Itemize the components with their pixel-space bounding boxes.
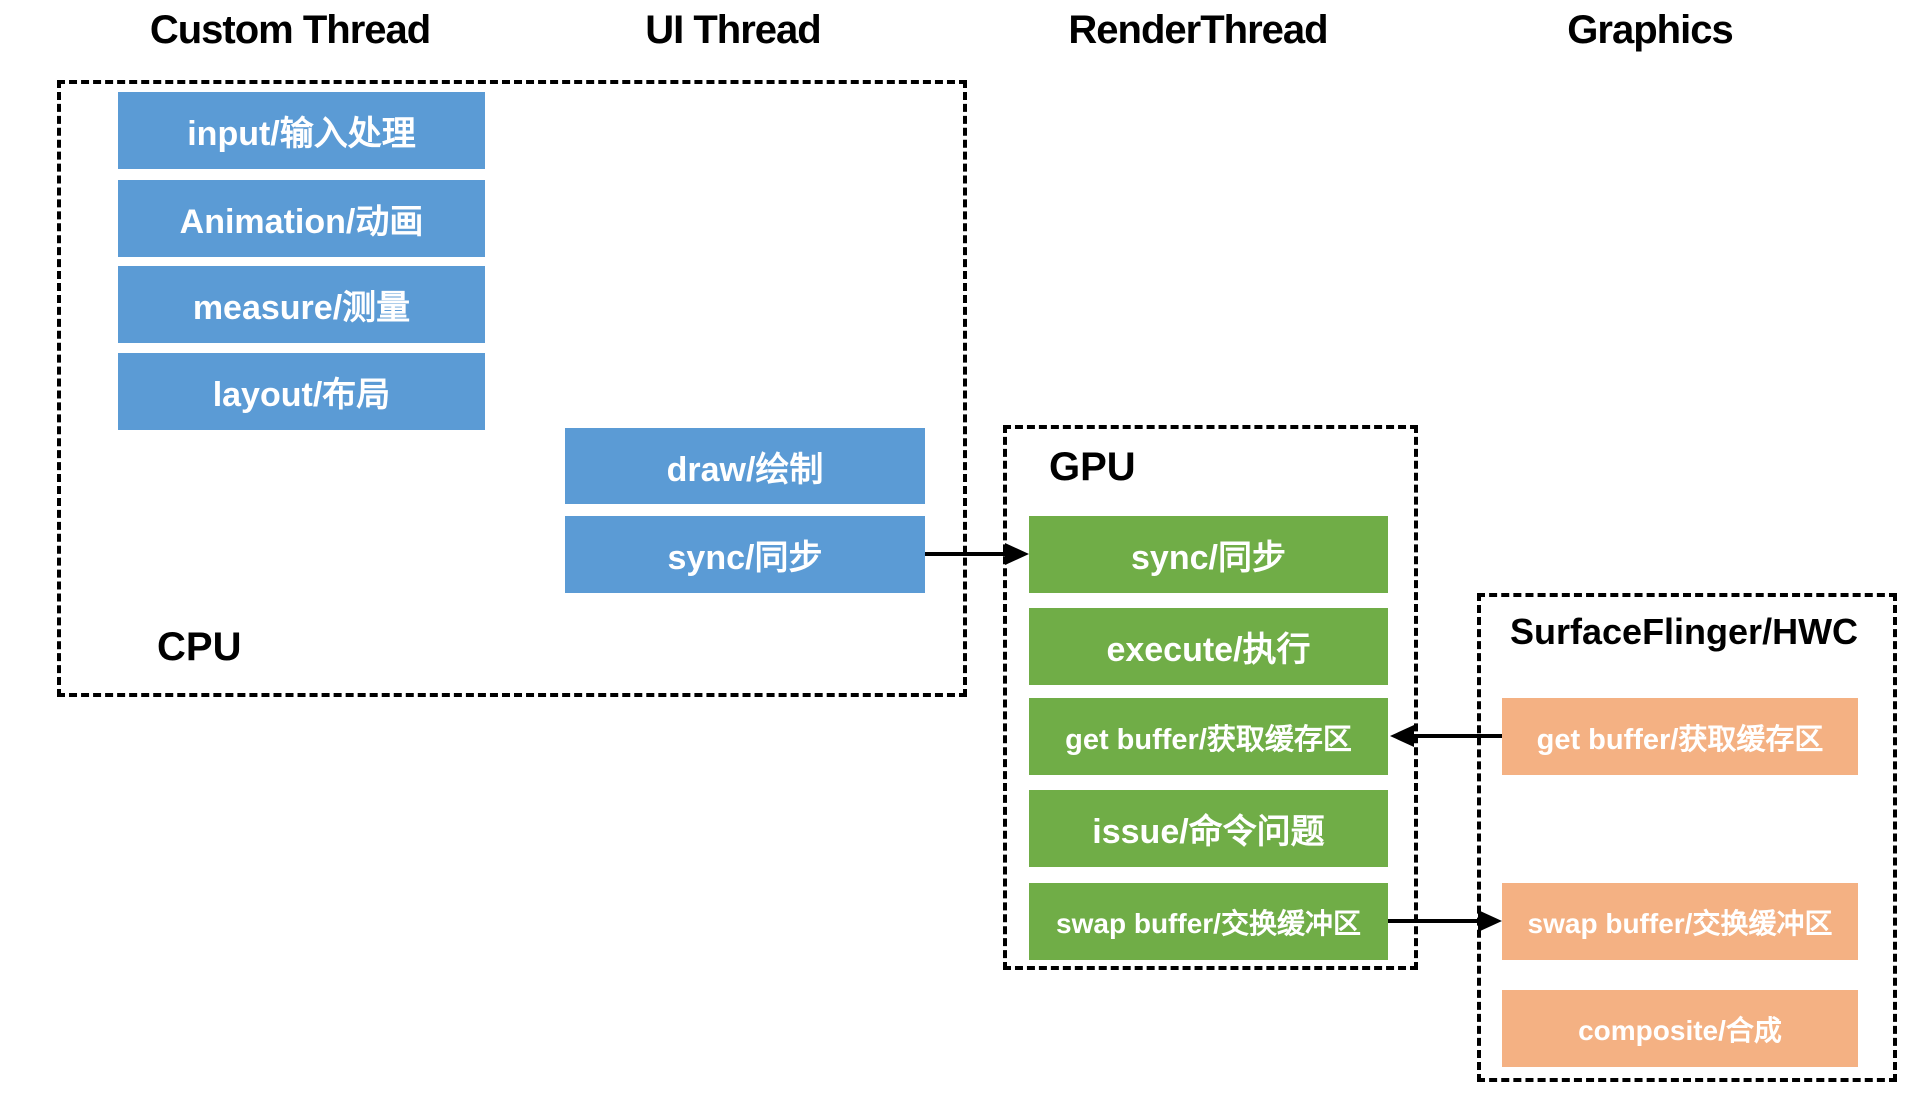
cpu-group-box: CPU xyxy=(57,80,967,697)
surfaceflinger-group-box: SurfaceFlinger/HWC xyxy=(1477,593,1897,1082)
column-header-graphics: Graphics xyxy=(1567,8,1733,52)
gpu-group-box: GPU xyxy=(1003,425,1418,970)
step-layout: layout/布局 xyxy=(118,353,485,430)
arrow-get-buffer-line xyxy=(1412,734,1502,738)
step-input: input/输入处理 xyxy=(118,92,485,169)
step-gpu-issue: issue/命令问题 xyxy=(1029,790,1388,867)
column-header-custom-thread: Custom Thread xyxy=(149,8,431,52)
step-sync-ui: sync/同步 xyxy=(565,516,925,593)
cpu-label: CPU xyxy=(157,625,242,669)
arrow-swap-buffer-line xyxy=(1388,919,1480,923)
step-measure: measure/测量 xyxy=(118,266,485,343)
step-sf-swap-buffer: swap buffer/交换缓冲区 xyxy=(1502,883,1858,960)
step-gpu-execute: execute/执行 xyxy=(1029,608,1388,685)
arrow-get-buffer-head xyxy=(1390,725,1414,747)
step-animation: Animation/动画 xyxy=(118,180,485,257)
column-header-render-thread: RenderThread xyxy=(1068,8,1328,52)
gpu-label: GPU xyxy=(1049,445,1136,489)
step-draw: draw/绘制 xyxy=(565,428,925,504)
step-gpu-sync: sync/同步 xyxy=(1029,516,1388,593)
step-gpu-get-buffer: get buffer/获取缓存区 xyxy=(1029,698,1388,775)
step-gpu-swap-buffer: swap buffer/交换缓冲区 xyxy=(1029,883,1388,960)
step-sf-get-buffer: get buffer/获取缓存区 xyxy=(1502,698,1858,775)
column-header-ui-thread: UI Thread xyxy=(645,8,821,52)
arrow-sync-line xyxy=(925,552,1009,556)
surfaceflinger-label: SurfaceFlinger/HWC xyxy=(1510,611,1859,652)
arrow-swap-buffer-head xyxy=(1478,910,1502,932)
arrow-sync-head xyxy=(1005,543,1029,565)
step-sf-composite: composite/合成 xyxy=(1502,990,1858,1067)
